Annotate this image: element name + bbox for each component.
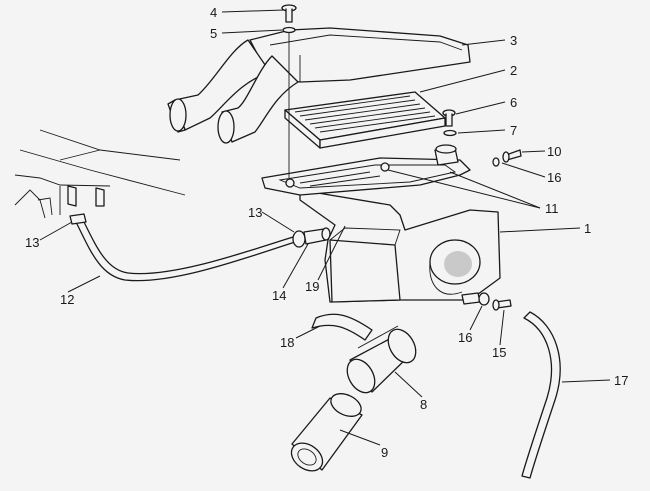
callout-3: 3 — [510, 33, 517, 48]
strap-18 — [311, 313, 373, 341]
callout-17: 17 — [614, 373, 628, 388]
callout-13-right: 13 — [248, 205, 262, 220]
washer-16-lower — [478, 292, 490, 306]
air-box-1 — [261, 144, 501, 305]
air-filter-2 — [284, 91, 446, 149]
callout-6: 6 — [510, 95, 517, 110]
callout-2: 2 — [510, 63, 517, 78]
callout-1: 1 — [584, 221, 591, 236]
callout-9: 9 — [381, 445, 388, 460]
callout-10: 10 — [547, 144, 561, 159]
chassis-fragment — [14, 129, 186, 219]
callout-16-lower: 16 — [458, 330, 472, 345]
screw-10 — [502, 149, 522, 163]
intake-sleeve-8 — [346, 325, 417, 394]
callout-12: 12 — [60, 292, 74, 307]
drain-hose-17 — [521, 311, 561, 479]
callout-4: 4 — [210, 5, 217, 20]
fitting-14 — [303, 227, 331, 245]
screw-6 — [442, 109, 456, 127]
washer-5 — [282, 26, 296, 34]
washer-7 — [443, 129, 457, 137]
callout-labels: 4 5 3 2 6 7 10 16 11 13 13 1 12 14 19 18… — [25, 5, 628, 460]
washer-16-upper — [492, 157, 500, 167]
callout-15: 15 — [492, 345, 506, 360]
hose-clamp-13-right — [292, 230, 306, 248]
callout-7: 7 — [510, 123, 517, 138]
screw-15 — [492, 299, 512, 311]
hose-clamp-13-left — [69, 213, 87, 225]
callout-16-upper: 16 — [547, 170, 561, 185]
callout-13-left: 13 — [25, 235, 39, 250]
leader-lines — [39, 9, 611, 446]
air-box-cover-3 — [167, 27, 471, 144]
callout-19: 19 — [305, 279, 319, 294]
callout-11: 11 — [545, 201, 559, 216]
callout-18: 18 — [280, 335, 294, 350]
callout-5: 5 — [210, 26, 217, 41]
intake-duct-9 — [290, 393, 363, 472]
breather-hose-12 — [75, 217, 297, 282]
screw-4 — [281, 4, 297, 23]
callout-8: 8 — [420, 397, 427, 412]
callout-14: 14 — [272, 288, 286, 303]
